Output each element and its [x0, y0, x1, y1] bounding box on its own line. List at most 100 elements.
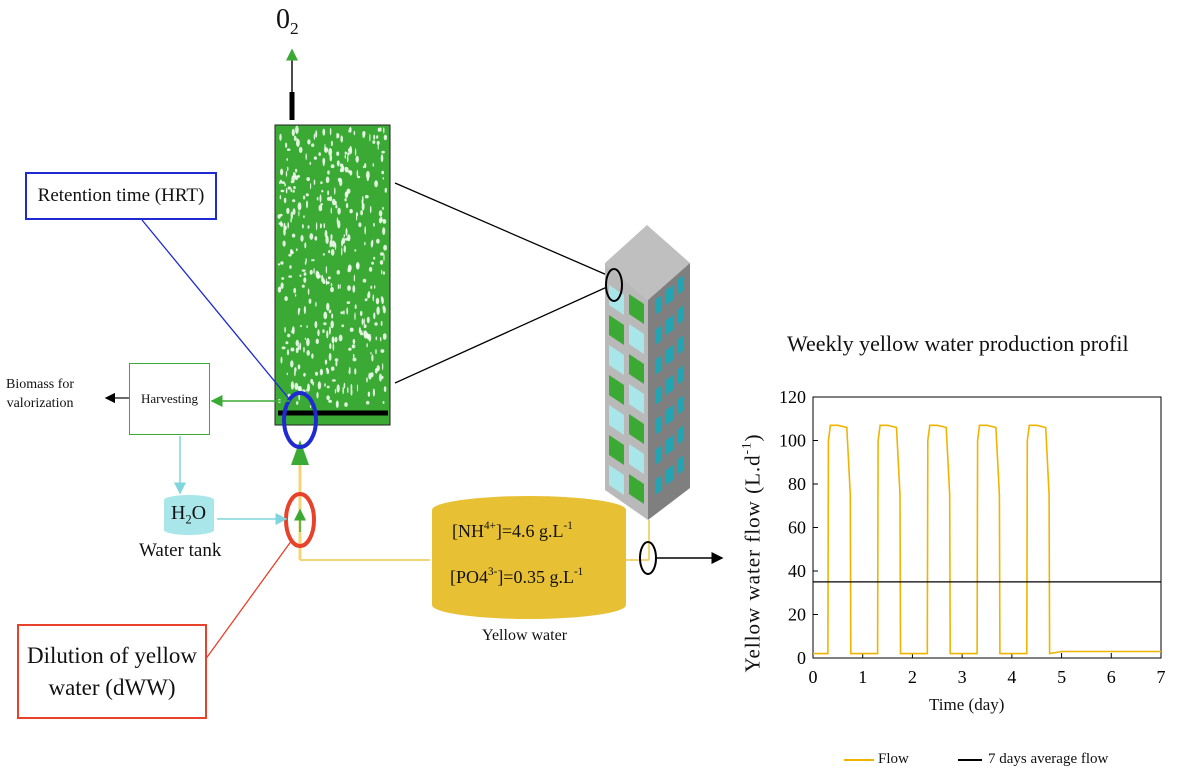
reactor-bubble: [284, 296, 288, 302]
reactor-bubble: [341, 237, 346, 244]
reactor-bubble: [326, 302, 330, 311]
reactor-bubble: [362, 131, 366, 136]
reactor-bubble: [306, 338, 310, 347]
reactor-bubble: [298, 146, 303, 153]
reactor-bubble: [329, 196, 333, 202]
o2-label-sub: 2: [290, 19, 299, 39]
reactor-bubble: [300, 324, 302, 328]
reactor-bubble: [286, 372, 288, 376]
harvesting-box: Harvesting: [129, 363, 210, 435]
reactor-bubble: [374, 368, 378, 374]
reactor-bubble: [313, 156, 317, 160]
reactor-bubble: [290, 188, 293, 193]
reactor-bubble: [336, 151, 340, 156]
reactor-bubble: [331, 240, 336, 248]
reactor-bubble: [330, 366, 335, 371]
building-window: [609, 465, 624, 495]
reactor-bubble: [351, 344, 356, 349]
reactor-bubble: [336, 160, 340, 167]
reactor-bubble: [329, 154, 333, 162]
reactor-bubble: [280, 356, 283, 364]
reactor-bubble: [354, 312, 356, 321]
building-window: [677, 275, 684, 295]
dilution-box: Dilution of yellow water (dWW): [17, 624, 207, 719]
reactor-bubble: [286, 148, 291, 151]
reactor-bubble: [325, 235, 329, 244]
y-tick-label: 0: [797, 648, 806, 668]
reactor-bubble: [347, 285, 351, 291]
reactor-bubble: [312, 381, 315, 386]
reactor-bubble: [313, 267, 315, 274]
building-window: [629, 354, 644, 384]
reactor-bubble: [311, 259, 313, 262]
reactor-bubble: [381, 170, 385, 175]
reactor-bubble: [366, 400, 370, 405]
reactor-bubble: [307, 139, 311, 145]
x-tick-label: 5: [1057, 667, 1066, 687]
reactor-bubble: [281, 277, 285, 280]
building-highlight-circle: [605, 268, 623, 302]
o2-label-main: 0: [276, 4, 290, 35]
reactor-bubble: [305, 193, 309, 197]
reactor-bubble: [291, 128, 295, 137]
reactor-bubble: [343, 234, 345, 238]
reactor-bubble: [346, 301, 351, 304]
reactor-bubble: [319, 223, 322, 229]
reactor-bubble: [322, 128, 326, 136]
reactor-bubble: [327, 276, 331, 280]
reactor-bubble: [335, 204, 338, 209]
reactor-bubble: [331, 313, 334, 319]
reactor-bubble: [346, 307, 349, 315]
reactor-bubble: [314, 371, 319, 376]
reactor-bubble: [303, 215, 305, 219]
reactor-bubble: [290, 211, 293, 220]
reactor-bubble: [288, 275, 293, 278]
reactor-bubble: [292, 189, 295, 193]
reactor-bubble: [331, 379, 336, 382]
reactor-bubble: [319, 368, 323, 376]
reactor-bubble: [281, 181, 286, 184]
reactor-bubble: [304, 337, 307, 340]
reactor-bubble: [328, 399, 332, 403]
building-window: [609, 345, 624, 375]
reactor-bubble: [298, 210, 300, 217]
building-icon: [605, 225, 690, 520]
reactor-bubble: [295, 347, 299, 354]
reactor-bubble: [280, 282, 284, 290]
reactor-bubble: [292, 199, 296, 203]
reactor-bubble: [277, 286, 282, 293]
legend-flow-label: Flow: [878, 751, 909, 767]
chart-ylabel-main: Yellow water flow (L.d: [740, 454, 765, 673]
reactor-bubble: [285, 170, 288, 177]
reactor-bubble: [313, 179, 316, 185]
reactor-bubble: [366, 316, 370, 324]
reactor-bubble: [285, 142, 288, 148]
building-window: [655, 415, 662, 435]
reactor-bubble: [316, 271, 320, 280]
reactor-bubble: [295, 125, 299, 134]
reactor-bubble: [349, 146, 353, 155]
flow-series-line: [813, 424, 1161, 655]
reactor-bubble: [324, 383, 326, 387]
x-tick-label: 2: [908, 667, 917, 687]
reactor-bubble: [313, 258, 315, 262]
building-window: [655, 385, 662, 405]
reactor-bubble: [372, 140, 376, 144]
reactor-bubble: [324, 359, 328, 365]
reactor-bubble: [379, 252, 384, 256]
reactor-bubble: [346, 155, 349, 163]
hrt-box: Retention time (HRT): [25, 172, 217, 220]
reactor-bubble: [335, 400, 339, 408]
reactor-bubble: [383, 253, 385, 262]
reactor-bubble: [371, 354, 374, 362]
building-window: [677, 425, 684, 445]
reactor-bubble: [304, 261, 307, 265]
reactor-bubble: [297, 364, 301, 370]
reactor-bubble: [303, 306, 306, 314]
building-window: [629, 324, 644, 354]
reactor-bubble: [317, 329, 320, 337]
reactor-bubble: [361, 199, 363, 205]
biomass-line1: Biomass for: [6, 377, 75, 392]
chart-title: Weekly yellow water production profil: [787, 331, 1129, 356]
reactor-bubble: [364, 195, 369, 199]
